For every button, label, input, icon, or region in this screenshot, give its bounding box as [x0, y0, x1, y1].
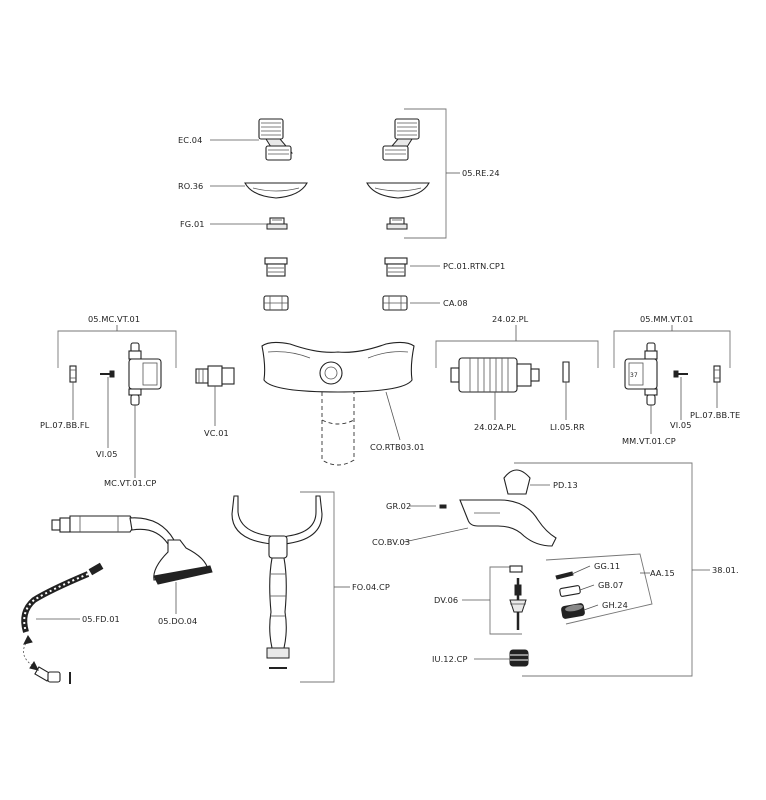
label-aa15: AA.15	[650, 568, 675, 578]
right-lever-handle	[382, 118, 420, 161]
guide-gh24	[561, 603, 585, 619]
label-38-01: 38.01.	[712, 565, 739, 575]
label-li05-rr: LI.05.RR	[550, 422, 585, 432]
label-mm-vt01-cp: MM.VT.01.CP	[622, 436, 676, 446]
left-cap-pc01	[264, 257, 288, 277]
right-cross-handle-mm-vt01: 37	[624, 342, 658, 406]
label-co-bv03: CO.BV.03	[372, 537, 410, 547]
label-pc01: PC.01.RTN.CP1	[443, 261, 505, 271]
hand-shower-do04	[51, 515, 213, 585]
thermostatic-cartridge-24-02a	[450, 357, 540, 393]
main-body-co-rtb03	[261, 341, 415, 466]
left-cross-handle-mc-vt01	[128, 342, 162, 406]
gasket-gb07	[559, 585, 581, 597]
left-lever-handle-ec04	[258, 118, 293, 161]
label-05-do04: 05.DO.04	[158, 616, 197, 626]
right-nut	[382, 295, 408, 311]
label-pl07-bb-fl: PL.07.BB.FL	[40, 420, 90, 430]
left-screw-vi05	[100, 370, 115, 378]
label-ca08: CA.08	[443, 298, 468, 308]
label-fo04-cp: FO.04.CP	[352, 582, 390, 592]
label-pd13: PD.13	[553, 480, 578, 490]
shower-hose-fd01	[21, 562, 104, 684]
label-ec04: EC.04	[178, 135, 202, 145]
right-fitting	[386, 217, 408, 230]
right-screw-vi05	[673, 370, 688, 378]
union-iu12	[509, 649, 529, 667]
label-iu12-cp: IU.12.CP	[432, 654, 468, 664]
label-24-02-pl: 24.02.PL	[492, 314, 529, 324]
left-plate-pl07	[69, 365, 77, 383]
label-ro36: RO.36	[178, 181, 203, 191]
right-plate-pl07-te	[713, 365, 721, 383]
label-05-re24: 05.RE.24	[462, 168, 500, 178]
handle-number-label: 37	[630, 372, 638, 379]
right-cap	[384, 257, 408, 277]
label-gg11: GG.11	[594, 561, 620, 571]
label-24-02a-pl: 24.02A.PL	[474, 422, 516, 432]
left-nut-ca08	[263, 295, 289, 311]
label-gr02: GR.02	[386, 501, 411, 511]
label-05-mm-vt01: 05.MM.VT.01	[640, 314, 694, 324]
diverter-dv06	[509, 565, 527, 630]
left-rosette-ro36	[244, 182, 308, 199]
gasket-gg11	[555, 571, 574, 580]
label-vc01: VC.01	[204, 428, 229, 438]
label-co-rtb03: CO.RTB03.01	[370, 442, 425, 452]
label-vi05-left: VI.05	[96, 449, 118, 459]
valve-cartridge-vc01	[195, 365, 235, 387]
left-fitting-fg01	[266, 217, 288, 230]
grub-screw-gr02	[439, 504, 447, 509]
label-gh24: GH.24	[602, 600, 628, 610]
right-rosette	[366, 182, 430, 199]
label-dv06: DV.06	[434, 595, 458, 605]
label-fg01: FG.01	[180, 219, 205, 229]
label-mc-vt01-cp: MC.VT.01.CP	[104, 478, 156, 488]
label-gb07: GB.07	[598, 580, 623, 590]
shower-fork-fo04	[231, 495, 323, 669]
bath-spout-co-bv03	[459, 499, 557, 547]
label-05-mc-vt01: 05.MC.VT.01	[88, 314, 140, 324]
label-vi05-right: VI.05	[670, 420, 692, 430]
label-pl07-bb-te: PL.07.BB.TE	[690, 410, 740, 420]
ring-li05	[562, 361, 570, 383]
knob-pd13	[503, 469, 531, 495]
label-05-fd01: 05.FD.01	[82, 614, 120, 624]
